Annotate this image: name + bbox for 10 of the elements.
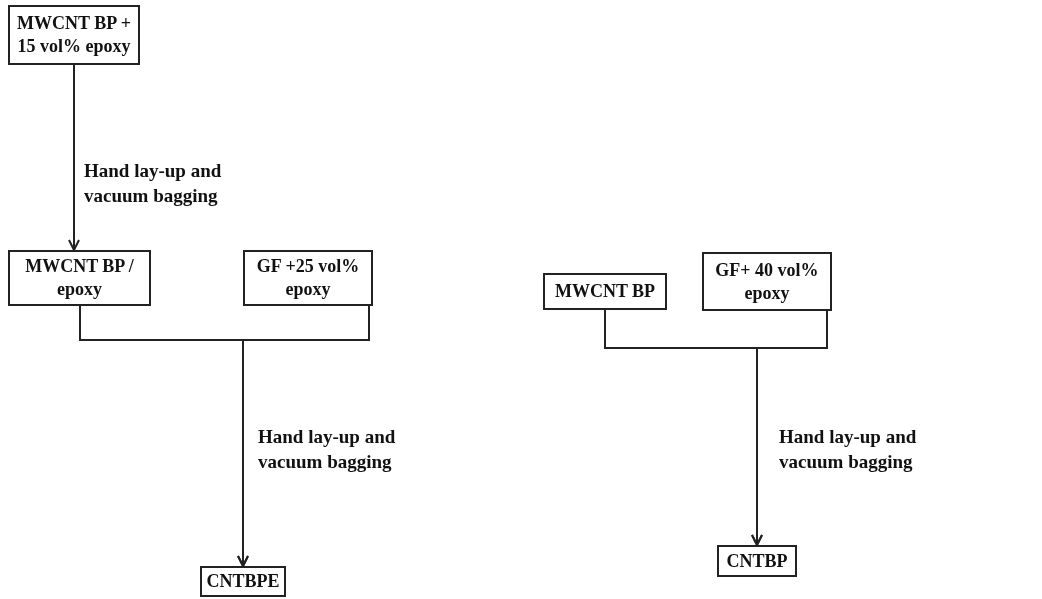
process-box: MWCNT BP / epoxy <box>8 250 151 306</box>
process-box: CNTBP <box>717 545 797 577</box>
arrow <box>68 64 80 251</box>
process-box: GF +25 vol% epoxy <box>243 250 373 306</box>
process-box: CNTBPE <box>200 566 286 597</box>
process-box: MWCNT BP + 15 vol% epoxy <box>8 5 140 65</box>
process-box: GF+ 40 vol% epoxy <box>702 252 832 311</box>
arrow <box>237 305 370 567</box>
arrow <box>751 310 828 546</box>
process-box: MWCNT BP <box>543 273 667 310</box>
